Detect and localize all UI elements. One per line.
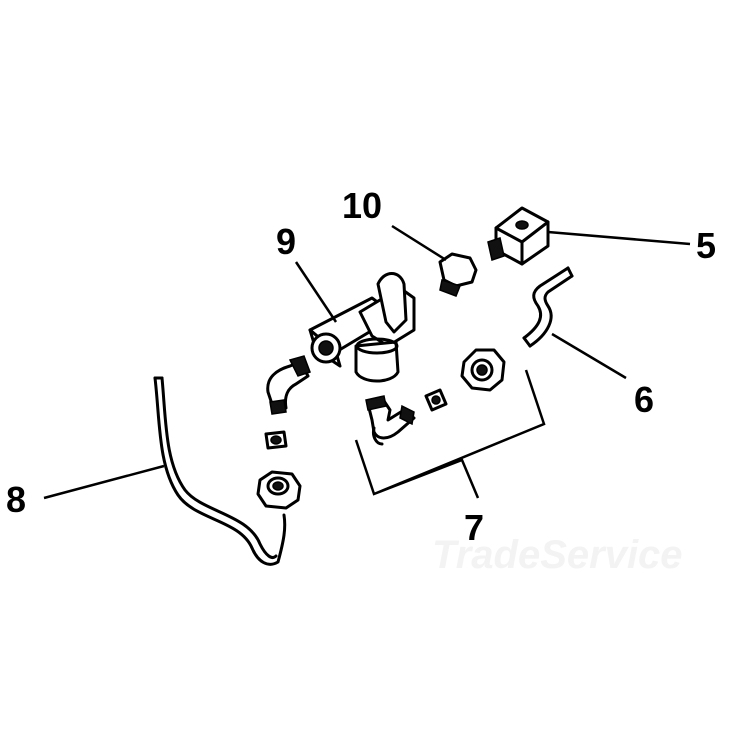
- part-8-compression-nut: [256, 470, 302, 510]
- leader-10: [391, 224, 447, 262]
- part-8-ferrule: [264, 430, 288, 450]
- part-10-plug: [438, 252, 478, 297]
- part-8-tube: [153, 376, 287, 566]
- part-9-valve-body: [308, 272, 416, 383]
- part-7-ferrule: [424, 388, 448, 412]
- part-5-connector-block: [487, 206, 550, 266]
- part-9-elbow-fitting: [266, 355, 311, 415]
- part-7-compression-nut: [460, 348, 506, 392]
- part-7-elbow-fitting: [365, 395, 416, 446]
- part-7-bracket: [354, 369, 546, 499]
- leader-6: [551, 332, 627, 380]
- callout-6: 6: [634, 379, 654, 420]
- leader-8: [43, 464, 165, 500]
- part-6-short-tube: [522, 266, 574, 348]
- callout-5: 5: [696, 225, 716, 266]
- callout-10: 10: [342, 185, 382, 226]
- callout-8: 8: [6, 479, 26, 520]
- callout-7: 7: [464, 507, 484, 548]
- watermark-text: TradeService: [432, 533, 683, 577]
- leader-5: [547, 230, 691, 246]
- leader-9: [294, 261, 338, 323]
- callout-9: 9: [276, 221, 296, 262]
